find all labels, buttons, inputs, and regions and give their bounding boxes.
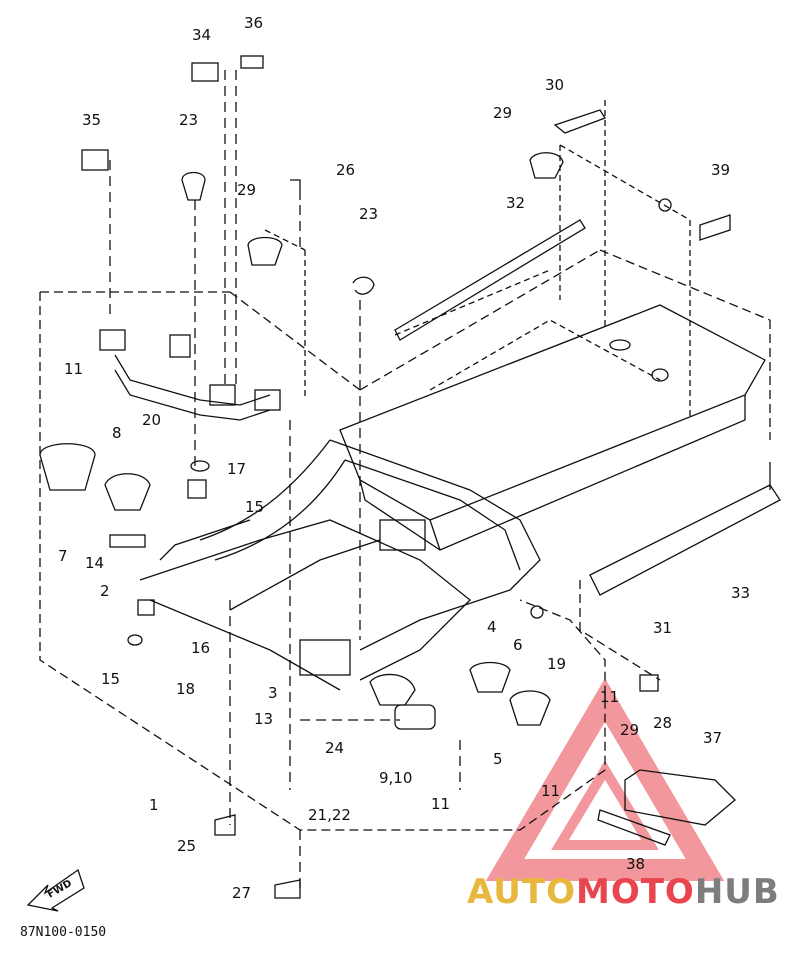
- watermark-triangle: [485, 678, 725, 881]
- watermark-part1: AUTO: [467, 872, 576, 912]
- bumper-part: [99, 329, 281, 421]
- callout-24: 25: [177, 837, 197, 855]
- callout-38: 39: [711, 161, 731, 179]
- callout-8: 8: [112, 424, 122, 442]
- main-frame: [139, 219, 781, 691]
- callout-34: 34: [192, 26, 212, 44]
- callout-5: 5: [493, 750, 503, 768]
- dashed-outline-upper: [264, 100, 691, 420]
- callout-16: 17: [227, 460, 247, 478]
- callout-34: 35: [82, 111, 102, 129]
- leader-lines: [109, 70, 461, 890]
- callout-30: 30: [545, 76, 565, 94]
- callout-4: 4: [487, 618, 497, 636]
- callout-32: 32: [506, 194, 526, 212]
- callout-11: 11: [600, 688, 620, 706]
- callout-35: 36: [244, 14, 264, 32]
- callout-11: 11: [431, 795, 451, 813]
- callout-31: 31: [653, 619, 673, 637]
- callout-19: 20: [142, 411, 162, 429]
- callout-17: 18: [176, 680, 196, 698]
- callout-7: 7: [58, 547, 68, 565]
- callout-14: 15: [101, 670, 121, 688]
- callout-23: 23: [179, 111, 199, 129]
- diagram-code: 87N100-0150: [20, 925, 107, 940]
- callout-33: 33: [731, 584, 751, 602]
- watermark-part3: HUB: [694, 872, 780, 912]
- callout-15: 15: [245, 498, 265, 516]
- callout-27: 28: [653, 714, 673, 732]
- callout-25: 26: [336, 161, 356, 179]
- callout-20: 21,22: [308, 806, 351, 824]
- callout-1: 1: [149, 796, 159, 814]
- callout-36: 37: [703, 729, 723, 747]
- callout-11: 11: [541, 782, 561, 800]
- fwd-arrow-icon: FWD: [26, 868, 85, 912]
- callout-13: 14: [85, 554, 105, 572]
- callout-28: 29: [620, 721, 640, 739]
- callout-29: 29: [493, 104, 513, 122]
- callout-12: 13: [254, 710, 274, 728]
- dashed-outline-left: [39, 249, 771, 831]
- small-parts: [39, 55, 736, 899]
- watermark-part2: MOTO: [575, 872, 695, 912]
- callout-15: 16: [191, 639, 211, 657]
- callout-23: 23: [359, 205, 379, 223]
- callout-11: 11: [64, 360, 84, 378]
- callout-2: 2: [100, 582, 110, 600]
- callout-3: 3: [268, 684, 278, 702]
- watermark-text: AUTOMOTOHUB: [467, 872, 780, 912]
- callout-37: 38: [626, 855, 646, 873]
- callout-9-10: 9,10: [379, 769, 413, 787]
- callout-6: 6: [513, 636, 523, 654]
- callout-29: 29: [237, 181, 257, 199]
- callout-21-22: 24: [325, 739, 345, 757]
- callout-18: 19: [547, 655, 567, 673]
- callout-26: 27: [232, 884, 252, 902]
